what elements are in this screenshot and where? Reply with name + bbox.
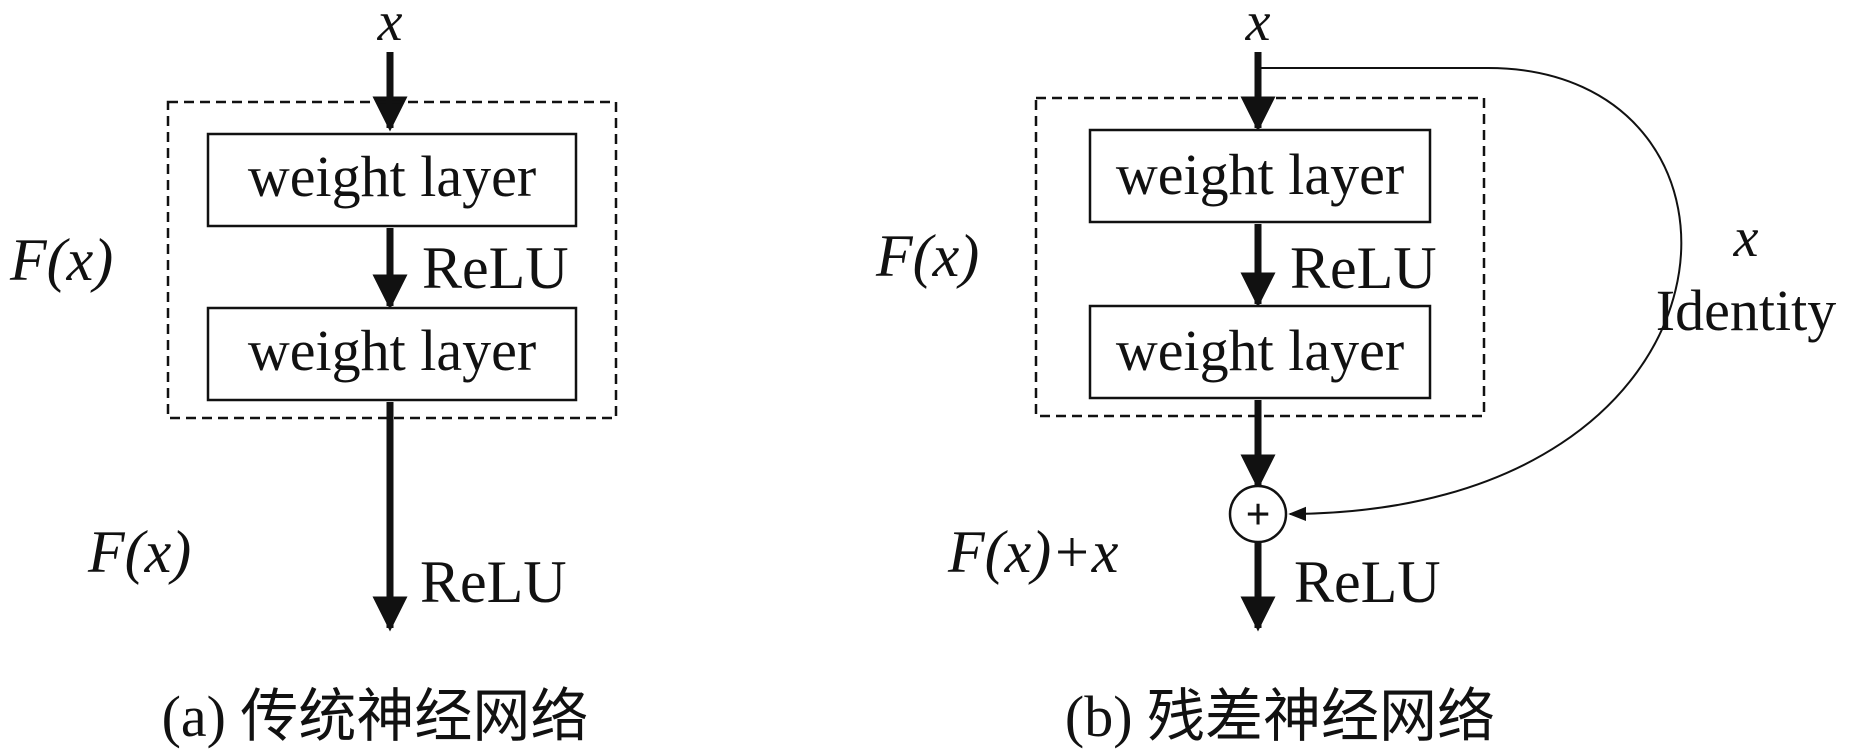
panel-b-input-label: x <box>1245 0 1271 53</box>
panel-a-block-label: F(x) <box>9 227 113 293</box>
panel-b-relu-out-label: ReLU <box>1294 549 1441 615</box>
panel-b-residual-network: x weight layer ReLU weight layer F(x) x … <box>875 0 1836 749</box>
panel-b-weight-layer-2 <box>1088 304 1432 400</box>
panel-b-shortcut-var-label: x <box>1733 207 1759 269</box>
panel-b-residual-block-outline <box>1034 96 1486 418</box>
panel-b-weight-layer-2-label: weight layer <box>1116 318 1404 383</box>
panel-a-residual-block-outline <box>166 100 618 420</box>
panel-a-plain-network: x weight layer ReLU weight layer F(x) F(… <box>9 0 618 749</box>
panel-b-identity-shortcut-arrow <box>1258 67 1683 522</box>
panel-b-shortcut-label: Identity <box>1656 278 1836 343</box>
panel-a-weight-layer-1-label: weight layer <box>248 144 536 209</box>
panel-b-relu-mid-label: ReLU <box>1290 235 1437 301</box>
panel-a-weight-layer-2 <box>206 306 578 402</box>
panel-b-sum-symbol: + <box>1245 490 1270 539</box>
panel-b-weight-layer-1-label: weight layer <box>1116 142 1404 207</box>
panel-a-input-label: x <box>377 0 403 53</box>
panel-a-weight-layer-2-label: weight layer <box>248 318 536 383</box>
panel-b-output-label: F(x)+x <box>947 519 1119 585</box>
panel-a-relu-out-label: ReLU <box>420 549 567 615</box>
panel-a-relu-mid-label: ReLU <box>422 235 569 301</box>
panel-b-block-label: F(x) <box>875 223 979 289</box>
panel-b-caption: (b) 残差神经网络 <box>1065 684 1495 749</box>
panel-a-weight-layer-1 <box>206 132 578 228</box>
panel-b-weight-layer-1 <box>1088 128 1432 224</box>
panel-a-output-label: F(x) <box>87 519 191 585</box>
panel-a-caption: (a) 传统神经网络 <box>162 684 589 749</box>
